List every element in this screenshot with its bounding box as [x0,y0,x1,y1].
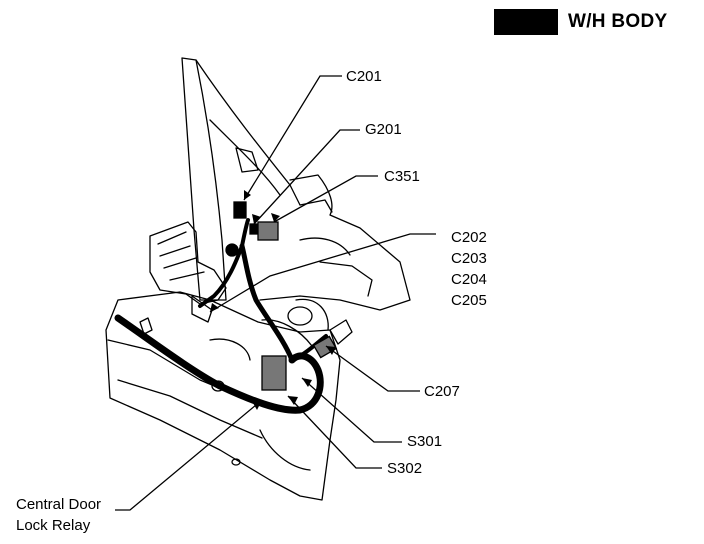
callout-c202-group: C202 C203 C204 C205 [451,227,487,311]
lower-body-panel [105,291,341,501]
section-marker-block [494,9,558,35]
callout-g201: G201 [365,121,402,138]
section-title: W/H BODY [568,11,668,32]
splice-box [261,355,287,391]
relay-label-line2: Lock Relay [16,517,91,534]
callout-c203: C203 [451,250,487,267]
callout-c351: C351 [384,168,420,185]
callout-c207: C207 [424,383,460,400]
callout-central-door-lock-relay: Central Door Lock Relay [16,494,101,536]
main-harness [114,314,324,414]
connector-c351 [257,221,279,241]
b-pillar-edge [195,59,301,206]
callout-c204: C204 [451,271,487,288]
connector-c207 [312,335,338,359]
callout-c202: C202 [451,229,487,246]
seat-bracket [149,221,227,305]
callout-s302: S302 [387,460,423,477]
callout-c205: C205 [451,292,487,309]
b-pillar-outline [181,57,227,301]
callout-s301: S301 [407,433,443,450]
callout-c201: C201 [346,68,382,85]
connector-c201 [233,201,247,219]
relay-label-line1: Central Door [16,496,102,513]
connector-junction [225,243,239,257]
